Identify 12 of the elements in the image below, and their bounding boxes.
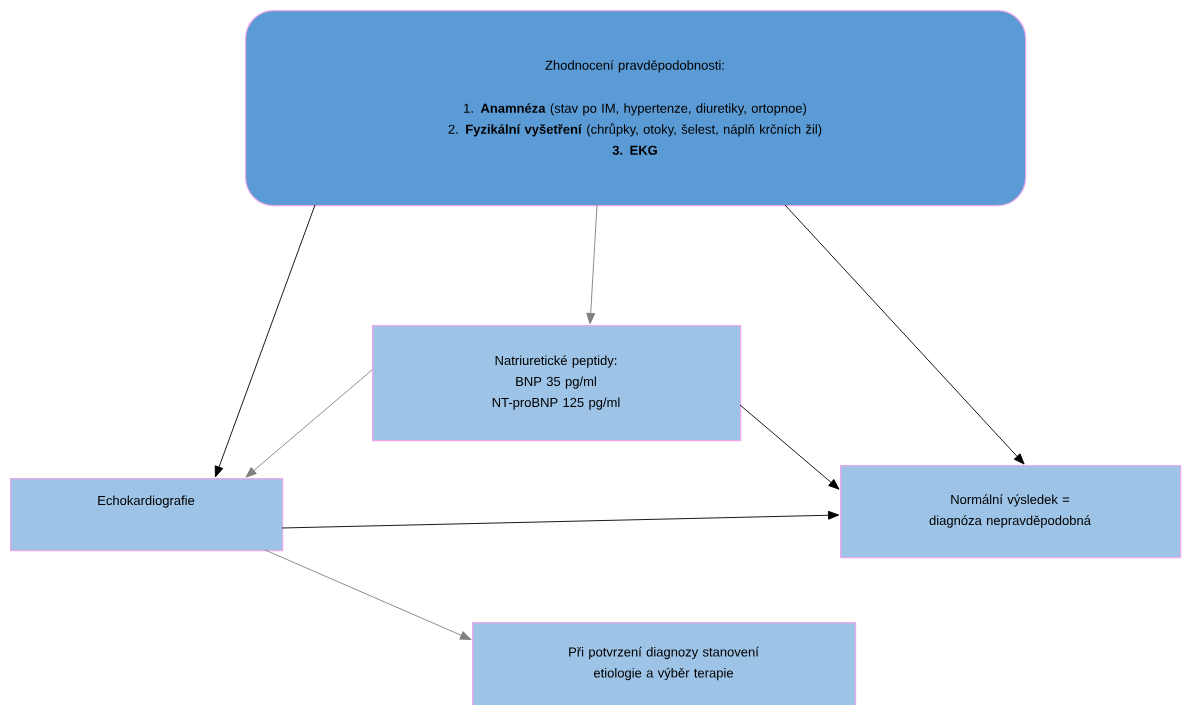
arrow — [739, 404, 840, 490]
process-box: Při potvrzení diagnozy stanovení etiologie a výběr terapie — [472, 622, 857, 705]
process-box: Normální výsledek = diagnóza nepravděpodobná — [840, 465, 1182, 559]
rounded-box: Zhodnocení pravděpodobnosti: 1. Anamnéza (stav po IM, hypertenze, diuretiky, ortopnoe) 2. Fyzikální vyšetření (chrůpky, otoky, šelest, náplň krčních žil) 3. EKG — [245, 10, 1027, 207]
arrow — [281, 510, 840, 529]
arrow — [214, 204, 316, 478]
arrow — [264, 549, 472, 640]
process-box: Echokardiografie — [10, 478, 284, 552]
arrow — [586, 204, 598, 325]
process-box: Natriuretické peptidy: BNP 35 pg/ml NT-proBNP 125 pg/ml — [372, 325, 742, 442]
arrow — [784, 204, 1025, 465]
arrow — [245, 369, 373, 478]
